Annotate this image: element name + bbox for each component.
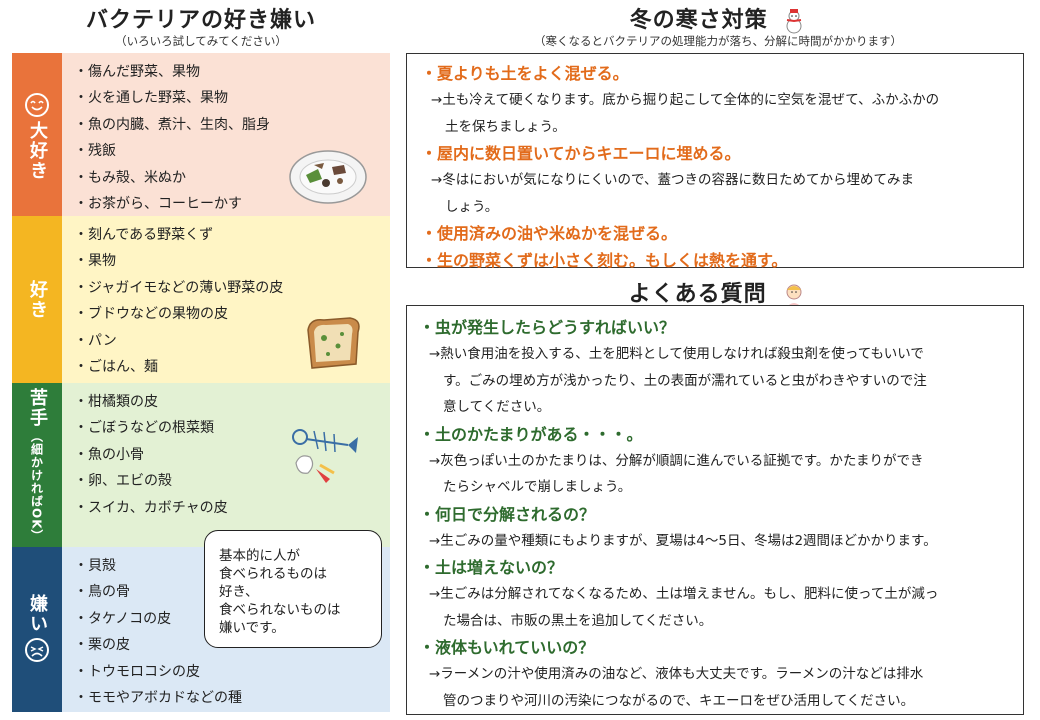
note-line: 好き、 xyxy=(219,584,259,600)
smiley-face-icon xyxy=(25,92,49,117)
list-item: ・卵、エビの殻 xyxy=(74,473,172,490)
list-item: ・ブドウなどの果物の皮 xyxy=(74,306,228,323)
list-item: ・魚の内臓、煮汁、生肉、脂身 xyxy=(74,116,270,133)
list-item: ・ジャガイモなどの薄い野菜の皮 xyxy=(74,279,284,296)
category-love: 大好き ・傷んだ野菜、果物 ・火を通した野菜、果物 ・魚の内臓、煮汁、生肉、脂身… xyxy=(12,53,390,216)
winter-tip-body: →土も冷えて硬くなります。底から掘り起こして全体的に空気を混ぜて、ふかふかの 土… xyxy=(431,92,940,135)
note-line: 嫌いです。 xyxy=(219,620,285,636)
list-item: ・鳥の骨 xyxy=(74,584,130,601)
faq-question: ・土のかたまりがある・・・。 xyxy=(419,424,643,444)
category-note: （細かければOK） xyxy=(29,429,44,543)
note-line: 食べられるものは xyxy=(219,566,327,582)
bacteria-preferences-panel: バクテリアの好き嫌い （いろいろ試してみてください） 大好き ・傷んだ野菜、果物… xyxy=(12,0,390,720)
list-item: ・傷んだ野菜、果物 xyxy=(74,64,200,80)
category-weak: 苦手 （細かければOK） ・柑橘類の皮 ・ごぼうなどの根菜類 ・魚の小骨 ・卵、… xyxy=(12,383,390,547)
list-item: ・果物 xyxy=(74,253,116,270)
faq-title: よくある質問 xyxy=(628,282,767,307)
winter-title-row: 冬の寒さ対策 xyxy=(404,2,1032,34)
food-scraps-plate-illustration xyxy=(289,150,367,204)
category-label-love: 大好き xyxy=(12,53,62,216)
list-item: ・ごぼうなどの根菜類 xyxy=(74,420,214,437)
category-label-weak: 苦手 （細かければOK） xyxy=(12,383,62,547)
faq-title-row: よくある質問 xyxy=(404,276,1032,308)
list-item: ・刻んである野菜くず xyxy=(74,227,214,243)
winter-and-faq-panel: 冬の寒さ対策 （寒くなるとバクテリアの処理能力が落ち、分解に時間がかかります） … xyxy=(404,0,1032,720)
faq-answer: →ラーメンの汁や使用済みの油など、液体も大丈夫です。ラーメンの汁などは排水 管の… xyxy=(429,666,924,709)
list-item: ・パン xyxy=(74,332,117,349)
faq-question: ・虫が発生したらどうすればいい？ xyxy=(419,318,676,337)
list-item: ・残飯 xyxy=(74,143,116,160)
category-name: 大好き xyxy=(27,120,48,181)
winter-title: 冬の寒さ対策 xyxy=(629,8,768,33)
category-name: 嫌い xyxy=(27,593,48,634)
category-label-like: 好き xyxy=(12,216,62,383)
category-items: ・柑橘類の皮 ・ごぼうなどの根菜類 ・魚の小骨 ・卵、エビの殻 ・スイカ、カボチ… xyxy=(62,383,390,547)
list-item: ・タケノコの皮 xyxy=(74,610,172,627)
faq-answer: →灰色っぽい土のかたまりは、分解が順調に進んでいる証拠です。かたまりができ たら… xyxy=(429,452,924,496)
faq-answer: →熱い食用油を投入する、土を肥料として使用しなければ殺虫剤を使ってもいいで す。… xyxy=(429,346,927,415)
faq-question: ・液体もいれていいの？ xyxy=(419,638,595,657)
list-item: ・火を通した野菜、果物 xyxy=(74,90,228,107)
note-line: 基本的に人が xyxy=(219,548,300,564)
list-item: ・柑橘類の皮 xyxy=(74,394,158,410)
winter-tips-box: ・夏よりも土をよく混ぜる。 →土も冷えて硬くなります。底から掘り起こして全体的に… xyxy=(406,53,1024,270)
faq-answer: →生ごみの量や種類にもよりますが、夏場は4～5日、冬場は2週間ほどかかります。 xyxy=(429,532,937,549)
winter-tip-heading: ・夏よりも土をよく混ぜる。 xyxy=(421,64,629,83)
faq-box: ・虫が発生したらどうすればいい？ →熱い食用油を投入する、土を肥料として使用しな… xyxy=(406,305,1024,715)
list-item: ・魚の小骨 xyxy=(74,446,144,463)
winter-tip-heading: ・使用済みの油や米ぬかを混ぜる。 xyxy=(421,224,678,243)
category-name: 好き xyxy=(27,279,48,320)
info-note-box: 基本的に人が 食べられるものは 好き、 食べられないものは 嫌いです。 xyxy=(204,530,382,648)
left-subtitle: （いろいろ試してみてください） xyxy=(115,34,287,48)
category-items: ・刻んである野菜くず ・果物 ・ジャガイモなどの薄い野菜の皮 ・ブドウなどの果物… xyxy=(62,216,390,383)
faq-answer: →生ごみは分解されてなくなるため、土は増えません。もし、肥料に使って土が減っ た… xyxy=(429,586,939,629)
list-item: ・お茶がら、コーヒーかす xyxy=(74,196,242,213)
winter-tip-heading: ・屋内に数日置いてからキエーロに埋める。 xyxy=(421,144,741,163)
faq-question: ・土は増えないの？ xyxy=(419,558,564,577)
list-item: ・スイカ、カボチャの皮 xyxy=(74,499,228,516)
category-items: ・傷んだ野菜、果物 ・火を通した野菜、果物 ・魚の内臓、煮汁、生肉、脂身 ・残飯… xyxy=(62,53,390,216)
list-item: ・モモやアボカドなどの種 xyxy=(74,690,242,707)
list-item: ・貝殻 xyxy=(74,558,116,574)
list-item: ・ごはん、麺 xyxy=(74,359,158,376)
winter-tip-heading: ・生の野菜くずは小さく刻む。もしくは熱を通す。 xyxy=(421,251,788,270)
winter-subtitle: （寒くなるとバクテリアの処理能力が落ち、分解に時間がかかります） xyxy=(534,34,902,48)
faq-question: ・何日で分解されるの？ xyxy=(419,504,596,524)
winter-tip-body: →冬はにおいが気になりにくいので、蓋つきの容器に数日ためてから埋めてみま しょう… xyxy=(431,172,915,215)
list-item: ・もみ殻、米ぬか xyxy=(74,169,186,186)
category-name: 苦手 xyxy=(27,387,48,428)
note-line: 食べられないものは xyxy=(219,602,341,618)
list-item: ・栗の皮 xyxy=(74,637,130,654)
moldy-bread-illustration xyxy=(307,317,360,369)
crying-face-icon xyxy=(25,637,49,662)
category-label-hate: 嫌い xyxy=(12,547,62,712)
left-title: バクテリアの好き嫌い xyxy=(85,8,316,33)
snowman-icon xyxy=(786,9,802,34)
category-like: 好き ・刻んである野菜くず ・果物 ・ジャガイモなどの薄い野菜の皮 ・ブドウなど… xyxy=(12,216,390,383)
list-item: ・トウモロコシの皮 xyxy=(74,663,200,680)
fish-bone-eggshell-illustration xyxy=(292,429,358,483)
